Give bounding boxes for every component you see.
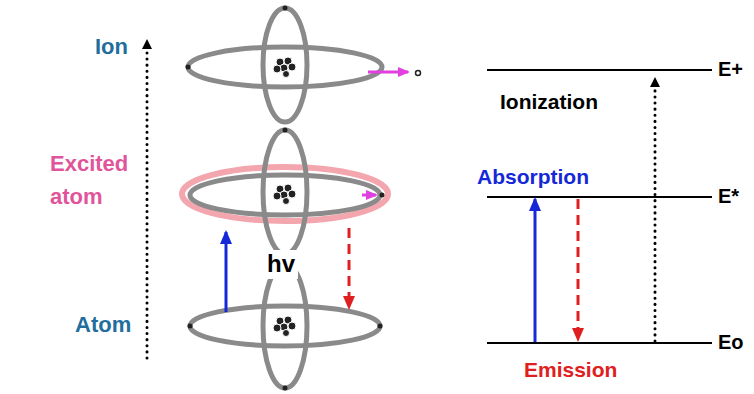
electron [378,324,383,329]
absorption-arrow [225,232,228,312]
ion-atom [188,8,382,122]
emission-arrow [577,199,580,340]
excited-atom [190,130,380,254]
electron [416,71,421,76]
nucleus [273,316,296,337]
process-label: Absorption [477,164,589,189]
energy-level [487,196,712,198]
nucleus [273,184,296,205]
emission-arrow [348,228,351,308]
energy-level [487,342,712,344]
process-label: Ionization [500,89,598,114]
electron [188,324,193,329]
level-label: E* [718,184,739,208]
state-label: Atom [75,312,131,338]
level-label: E+ [718,57,743,81]
process-label: Emission [524,357,617,382]
electron [283,128,288,133]
electron-motion [362,194,376,197]
energy-level [487,69,712,71]
nucleus [273,57,296,78]
photon-label: hv [264,250,298,279]
dotted-arrow [146,44,149,358]
state-label: Excited atom [50,147,162,213]
electron [380,193,385,198]
excited-orbit [182,167,388,221]
state-label: Ion [95,34,128,60]
electron [283,6,288,11]
ejection-arrow [368,71,408,74]
ground-atom [190,264,380,388]
absorption-arrow [534,199,537,342]
electron [186,65,191,70]
level-label: Eo [718,330,744,354]
ionization-arrow [654,82,657,341]
electron [283,386,288,391]
